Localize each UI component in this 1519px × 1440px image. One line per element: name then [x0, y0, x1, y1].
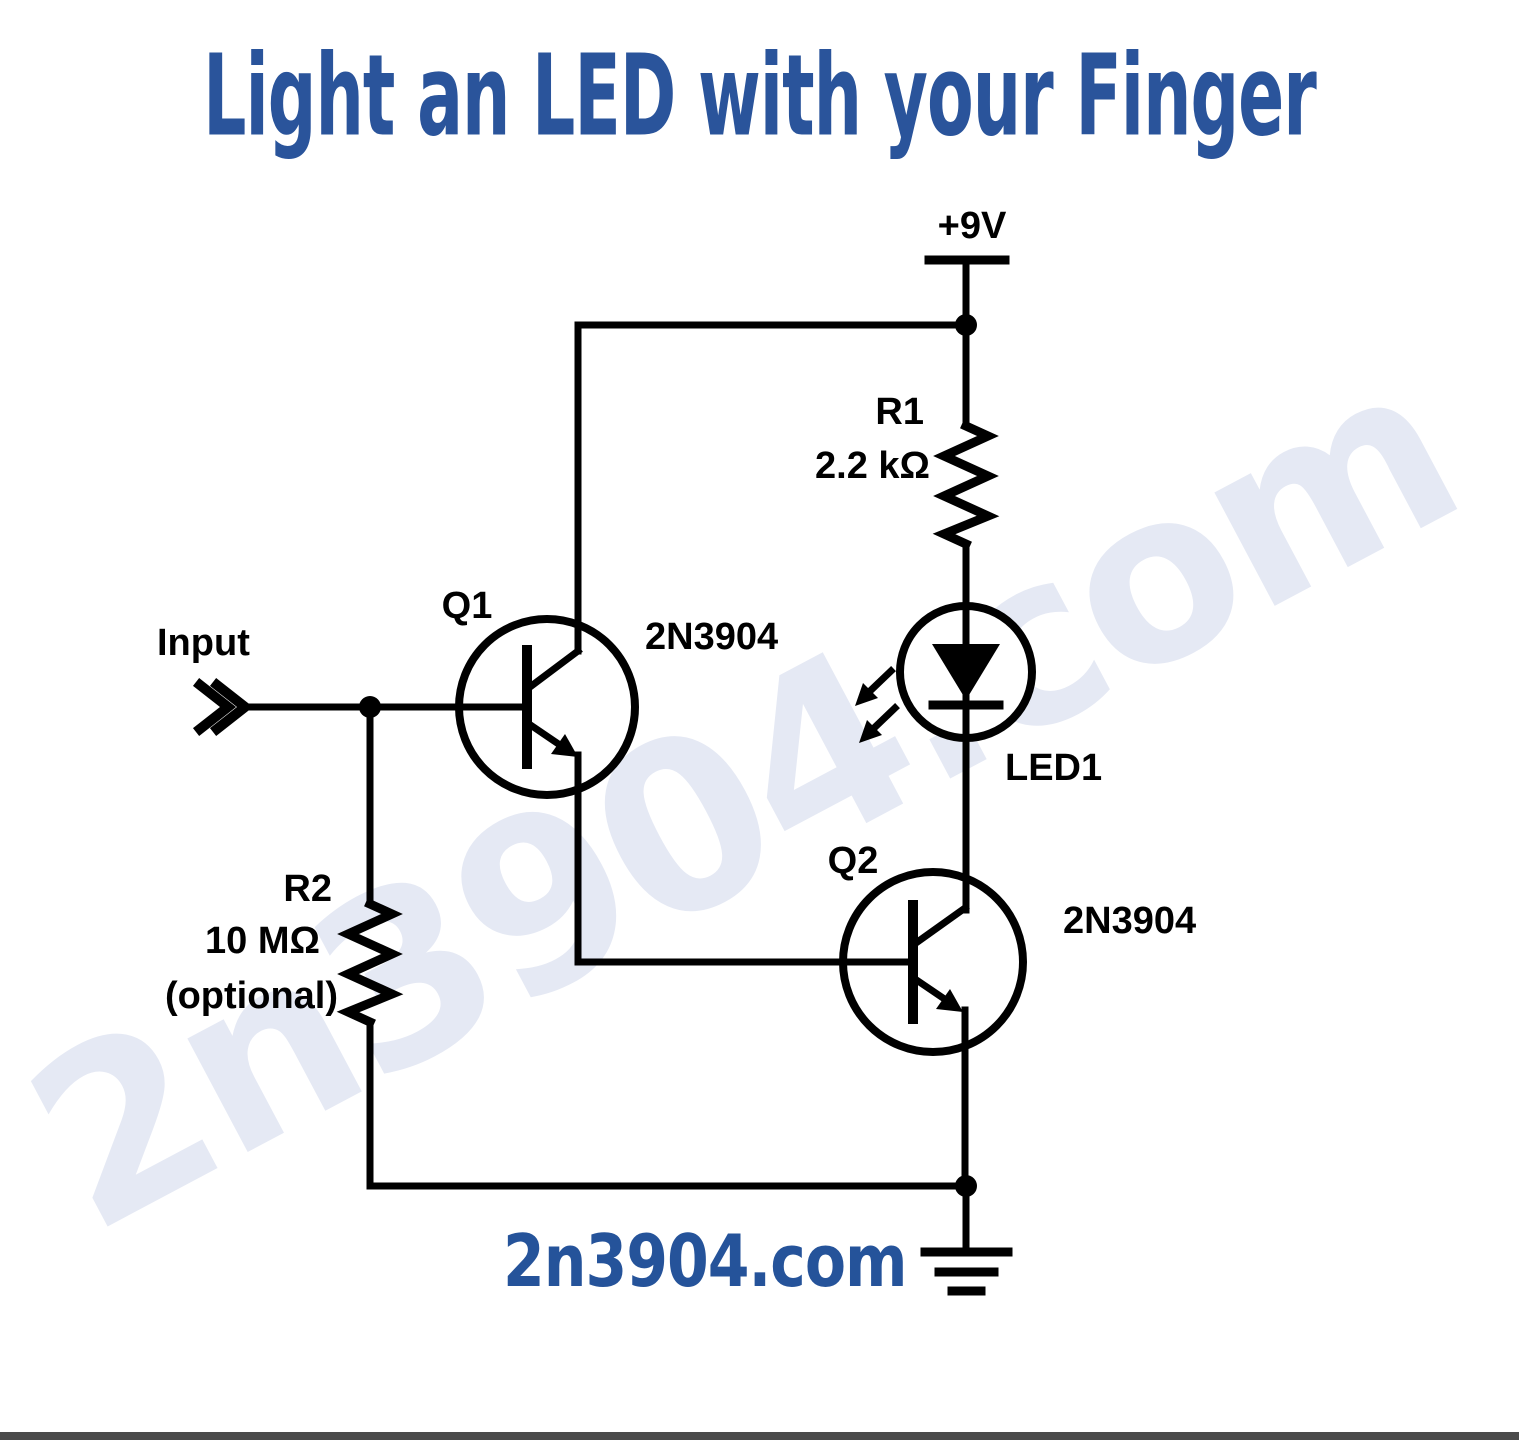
r2-ref-label: R2 [283, 868, 332, 910]
input-terminal: Input [157, 622, 254, 737]
resistor-r2: R2 10 MΩ (optional) [165, 868, 404, 1028]
q2-collector-lead [911, 903, 970, 948]
chevron [209, 677, 254, 737]
r2-value-label: 10 MΩ [205, 920, 320, 962]
input-label: Input [157, 622, 250, 664]
led1-diode-triangle [932, 644, 1000, 700]
q1-ref-label: Q1 [442, 585, 493, 627]
site-name-text: 2n3904.com [503, 1220, 908, 1304]
junction-dot [955, 1175, 977, 1197]
emission-arrow-shaft [864, 666, 896, 697]
transistor-q1: Q1 2N3904 [442, 585, 778, 769]
q1-collector-lead [525, 646, 583, 692]
q1-part-label: 2N3904 [645, 616, 778, 658]
r2-note-label: (optional) [165, 975, 338, 1017]
q2-emitter-lead [910, 974, 951, 1005]
input-chevron-icon [192, 677, 254, 737]
chevron [192, 677, 237, 737]
r1-ref-label: R1 [875, 391, 924, 433]
light-emission-arrows-icon [855, 666, 900, 743]
q2-ref-label: Q2 [828, 840, 879, 882]
power-label: +9V [938, 205, 1007, 247]
junction-dot [359, 696, 381, 718]
emission-arrow-shaft [868, 703, 900, 734]
led-led1: LED1 [855, 644, 1102, 789]
resistor-r1: R1 2.2 kΩ [815, 391, 1000, 550]
q1-emitter-arrow [551, 734, 578, 757]
r1-value-label: 2.2 kΩ [815, 445, 930, 487]
power-supply: +9V [924, 205, 1010, 329]
led1-ref-label: LED1 [1005, 747, 1102, 789]
emission-arrow-head [859, 720, 882, 743]
junction-dot [955, 314, 977, 336]
q2-emitter-arrow [936, 989, 963, 1012]
q2-part-label: 2N3904 [1063, 900, 1196, 942]
resistor-r1-symbol [932, 420, 1000, 550]
bottom-border-bar [0, 1432, 1519, 1440]
emission-arrow-head [855, 683, 878, 706]
q1-emitter-lead [524, 719, 565, 750]
transistor-q2: Q2 2N3904 [828, 840, 1196, 1024]
circuit-title: Light an LED with your Finger [203, 32, 1317, 163]
resistor-r2-symbol [336, 898, 404, 1028]
ground-symbol [920, 1182, 1013, 1296]
